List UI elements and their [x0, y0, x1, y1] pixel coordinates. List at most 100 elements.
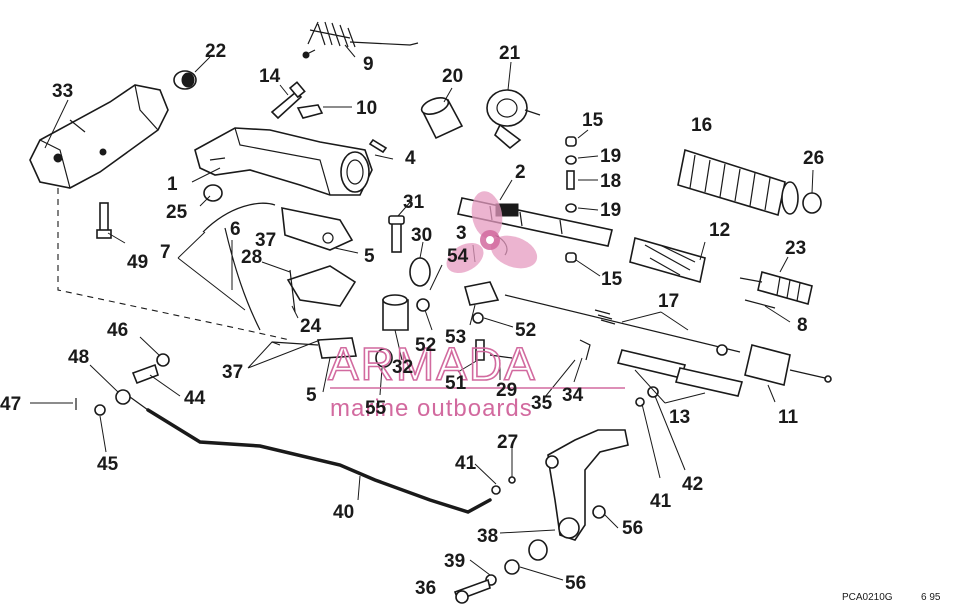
part-12-insert [629, 236, 706, 284]
part-21-friction [486, 89, 541, 150]
part-10-clip [296, 104, 324, 119]
callout-2: 2 [515, 162, 526, 183]
callout-51: 51 [445, 373, 467, 394]
callout-5b: 5 [306, 385, 317, 406]
part-41-washer [635, 397, 645, 407]
part-20-sleeve [420, 97, 464, 140]
part-45-washer [94, 404, 106, 416]
callout-49: 49 [127, 252, 148, 273]
callout-53: 53 [445, 327, 466, 348]
part-27-pin [508, 476, 516, 484]
callout-38: 38 [477, 526, 498, 547]
callout-19b: 19 [600, 200, 621, 221]
part-9-spring [302, 21, 419, 59]
callout-55: 55 [365, 398, 387, 419]
callout-11: 11 [778, 407, 799, 428]
callout-26: 26 [803, 148, 824, 169]
callout-46: 46 [107, 320, 128, 341]
callout-3: 3 [456, 223, 467, 244]
callout-1: 1 [167, 174, 178, 195]
drawing-date: 6 95 [921, 592, 941, 603]
armada-watermark: ARMADA marine outboards [327, 191, 625, 422]
part-23-end [739, 271, 813, 305]
part-18-pin [566, 170, 575, 190]
callout-34: 34 [562, 385, 584, 406]
part-1-housing [194, 127, 373, 196]
part-6-cable [202, 202, 276, 331]
part-33-bracket [29, 84, 169, 189]
callout-33: 33 [52, 81, 73, 102]
part-26-cap [802, 192, 822, 214]
part-42-washer [647, 386, 659, 398]
watermark-brand: ARMADA [328, 338, 537, 390]
callout-21: 21 [499, 43, 521, 64]
callout-36: 36 [415, 578, 436, 599]
callout-23: 23 [785, 238, 806, 259]
part-41-washer-b [491, 485, 501, 495]
part-53-lever [463, 281, 500, 306]
callout-54: 54 [447, 246, 469, 267]
part-36-bolt [453, 578, 491, 604]
part-14-bolt [270, 81, 306, 120]
part-52-washer [416, 298, 484, 324]
callout-4: 4 [405, 148, 416, 169]
callout-8: 8 [797, 315, 808, 336]
part-19-washer [565, 155, 577, 165]
callout-42: 42 [682, 474, 703, 495]
part-56-bushing-b [504, 539, 548, 575]
callout-47: 47 [0, 394, 21, 415]
drawing-code: PCA0210G [842, 592, 893, 603]
callout-19a: 19 [600, 146, 621, 167]
callout-15a: 15 [582, 110, 604, 131]
callout-20: 20 [442, 66, 463, 87]
part-32-bushing [382, 294, 409, 331]
part-22-cap [173, 70, 197, 90]
part-48-joint [115, 389, 149, 411]
part-17-cable [504, 294, 741, 356]
part-13-sleeves [616, 349, 744, 397]
callout-30: 30 [411, 225, 432, 246]
callout-56a: 56 [622, 518, 643, 539]
part-15-small [565, 136, 577, 147]
callout-37a: 37 [255, 230, 276, 251]
callout-16: 16 [691, 115, 712, 136]
callout-14: 14 [259, 66, 281, 87]
callout-13: 13 [669, 407, 690, 428]
part-4-pin [368, 138, 388, 154]
part-40-rod [146, 408, 492, 514]
callout-32: 32 [392, 357, 413, 378]
callout-labels: 1 2 3 4 5 5 6 7 8 9 10 11 12 13 14 15 15… [0, 41, 824, 599]
part-16-grip [677, 148, 799, 217]
callout-22: 22 [205, 41, 226, 62]
callout-9: 9 [363, 54, 374, 75]
callout-35: 35 [531, 393, 553, 414]
callout-28: 28 [241, 247, 262, 268]
callout-31: 31 [403, 192, 425, 213]
part-29-pin [489, 354, 513, 359]
callout-41a: 41 [455, 453, 477, 474]
part-44-rod-end [131, 363, 159, 385]
callout-18: 18 [600, 171, 621, 192]
callout-48: 48 [68, 347, 89, 368]
part-56-bushing [592, 505, 606, 519]
part-34-clip [579, 339, 591, 361]
callout-29: 29 [496, 380, 517, 401]
part-30-bushing [409, 257, 431, 287]
part-31-bolt [388, 215, 405, 253]
part-46-nut [156, 353, 170, 367]
part-19-washer-b [565, 203, 577, 213]
callout-45: 45 [97, 454, 119, 475]
propeller-logo-icon [446, 191, 538, 274]
callout-41b: 41 [650, 491, 672, 512]
part-28-pin [289, 269, 296, 313]
callout-44: 44 [184, 388, 206, 409]
callout-39: 39 [444, 551, 465, 572]
callout-52a: 52 [415, 335, 436, 356]
callout-37b: 37 [222, 362, 243, 383]
part-55-washer [375, 348, 393, 368]
callout-52b: 52 [515, 320, 536, 341]
part-38-lever [545, 429, 629, 541]
part-11-stop [744, 344, 832, 386]
part-5-linkage-lower [271, 337, 357, 359]
